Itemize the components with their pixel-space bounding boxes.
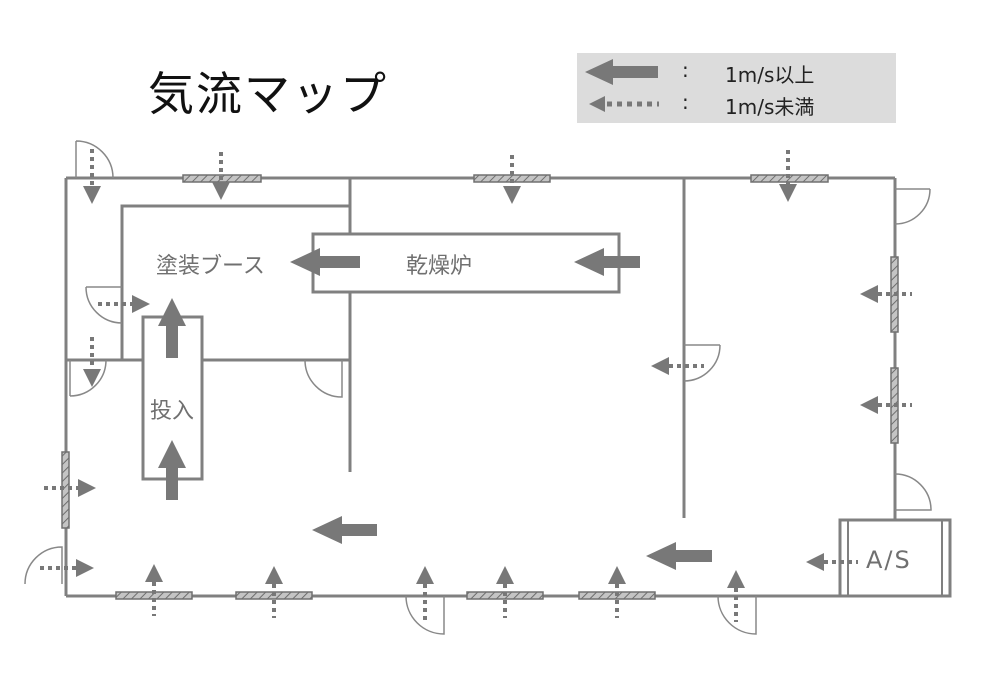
door-center-lower: [304, 359, 343, 398]
arrow-weak-bottom-vent-2: [265, 566, 283, 618]
arrow-weak-right-vent-1: [860, 285, 912, 303]
legend-solid-arrow-icon: [585, 59, 658, 85]
doors: [24, 140, 932, 635]
arrow-strong-floor-right: [646, 542, 712, 570]
legend-row-weak: : 1m/s未満: [577, 87, 896, 121]
weak-flow-arrows: [40, 149, 912, 622]
arrow-strong-loading-bottom: [158, 440, 186, 500]
arrow-weak-booth-door: [98, 295, 150, 313]
arrow-weak-top-left: [83, 149, 101, 204]
door-booth: [85, 286, 123, 324]
arrow-strong-oven: [574, 248, 640, 276]
arrow-weak-top-vent-2: [503, 155, 521, 204]
arrow-weak-top-vent-3: [779, 150, 797, 202]
door-right-top: [894, 188, 931, 225]
door-left-bottom: [24, 546, 63, 585]
legend-separator: :: [682, 58, 689, 82]
legend-row-strong: : 1m/s以上: [577, 55, 896, 89]
arrow-strong-booth: [290, 248, 360, 276]
room-label-loading: 投入: [150, 399, 195, 424]
legend-label-weak: 1m/s未満: [725, 95, 815, 119]
arrow-strong-floor-left: [312, 516, 377, 544]
arrow-weak-bottom-door-1: [416, 566, 434, 620]
legend: : 1m/s以上 : 1m/s未満: [577, 53, 896, 123]
arrow-weak-left-bottom-door: [40, 559, 94, 577]
room-label-paint-booth: 塗装ブース: [156, 254, 265, 279]
door-right-bottom: [894, 473, 932, 511]
arrow-weak-air-supply: [806, 553, 858, 571]
legend-separator: :: [682, 90, 689, 114]
door-bottom-2: [717, 595, 757, 635]
room-label-drying-oven: 乾燥炉: [406, 254, 473, 279]
room-label-air-supply: A/S: [866, 546, 912, 574]
arrow-weak-right-partition-door: [651, 357, 704, 375]
arrow-weak-bottom-vent-1: [145, 564, 163, 616]
arrow-strong-loading-top: [158, 298, 186, 358]
page-title: 気流マップ: [148, 67, 388, 121]
door-top-left: [75, 140, 114, 179]
arrow-weak-right-vent-2: [860, 396, 912, 414]
door-right-partition: [683, 344, 721, 382]
air-supply-box: [838, 518, 952, 598]
arrow-weak-lower-left-door: [83, 337, 101, 387]
arrow-weak-bottom-vent-4: [608, 566, 626, 618]
arrow-weak-top-vent-1: [212, 152, 230, 200]
legend-dotted-arrow-icon: [589, 96, 659, 112]
arrow-weak-bottom-door-2: [727, 570, 745, 622]
drying-oven-box: [311, 232, 621, 294]
strong-flow-arrows: [158, 248, 712, 570]
arrow-weak-bottom-vent-3: [496, 566, 514, 618]
door-bottom-1: [405, 595, 445, 635]
arrow-weak-left-vent: [44, 479, 96, 497]
door-lower-left: [69, 359, 107, 397]
legend-label-strong: 1m/s以上: [725, 63, 815, 87]
